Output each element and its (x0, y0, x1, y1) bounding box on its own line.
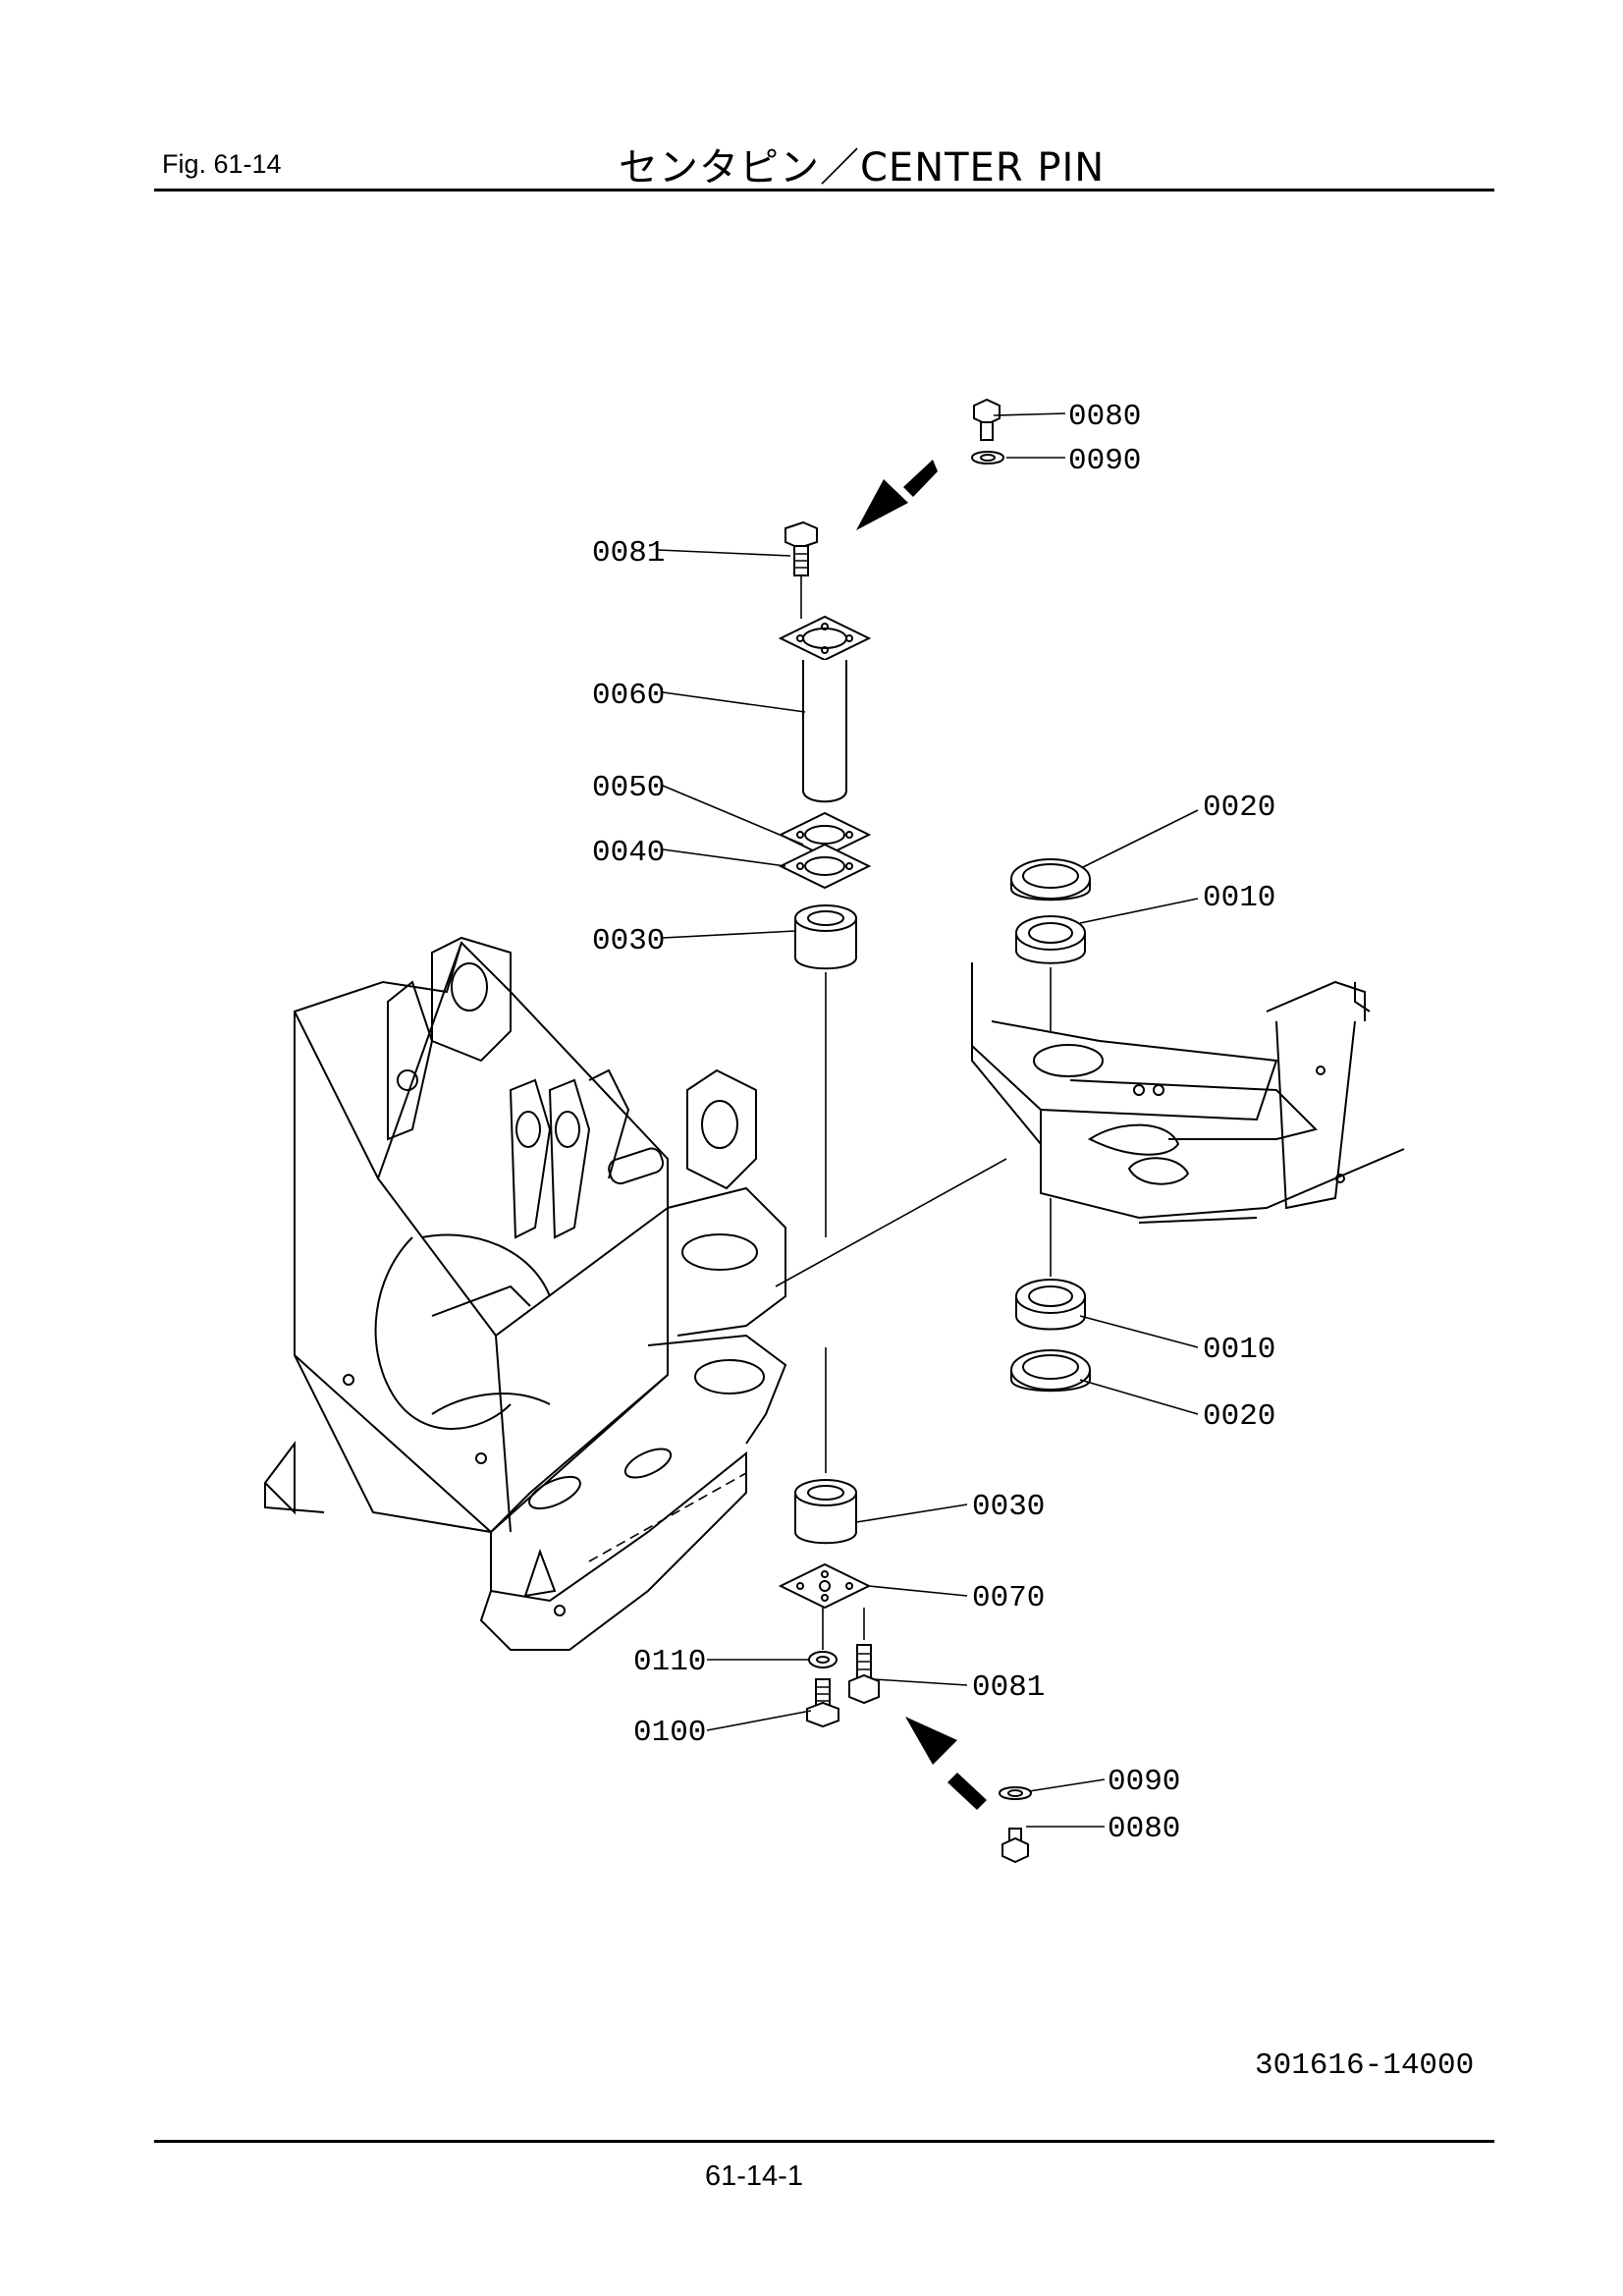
direction-arrow-lower (905, 1717, 987, 1810)
footer-rule (154, 2140, 1494, 2143)
callout-0100: 0100 (633, 1716, 706, 1750)
callout-0090-upper: 0090 (1068, 444, 1141, 478)
rear-frame (971, 962, 1405, 1224)
callout-labels: 0080 0090 0081 0060 0050 0040 0030 0020 … (592, 400, 1275, 1846)
callout-0030-upper: 0030 (592, 924, 665, 958)
callout-0020-lower: 0020 (1203, 1399, 1275, 1434)
upper-pin-assembly (778, 520, 872, 1237)
lower-bolt-and-washer (998, 1786, 1033, 1864)
page-number: 61-14-1 (705, 2160, 803, 2192)
callout-0010-lower: 0010 (1203, 1333, 1275, 1367)
header-rule (154, 189, 1494, 191)
lower-pin-assembly (778, 1347, 880, 1728)
callout-0080-lower: 0080 (1108, 1812, 1180, 1846)
leader-lines (657, 412, 1199, 1828)
callout-0060: 0060 (592, 679, 665, 713)
callout-0010-upper: 0010 (1203, 881, 1275, 915)
callout-0081-upper: 0081 (592, 536, 665, 571)
drawing-number: 301616-14000 (1255, 2049, 1475, 2083)
callout-0110: 0110 (633, 1645, 706, 1679)
callout-0020-upper: 0020 (1203, 791, 1275, 825)
callout-0050: 0050 (592, 771, 665, 805)
front-frame (263, 936, 787, 1651)
callout-0090-lower: 0090 (1108, 1765, 1180, 1799)
figure-number: Fig. 61-14 (162, 149, 282, 179)
page-title: センタピン／CENTER PIN (619, 145, 1106, 191)
callout-0080-upper: 0080 (1068, 400, 1141, 434)
assembly-axis-line (775, 1158, 1007, 1287)
direction-arrow-upper (856, 460, 938, 530)
bearings-and-seals (1010, 858, 1091, 1393)
callout-0030-lower: 0030 (972, 1490, 1045, 1524)
callout-0081-lower: 0081 (972, 1670, 1045, 1705)
callout-0040: 0040 (592, 836, 665, 870)
upper-bolt-and-washer (970, 398, 1005, 465)
callout-0070: 0070 (972, 1581, 1045, 1615)
